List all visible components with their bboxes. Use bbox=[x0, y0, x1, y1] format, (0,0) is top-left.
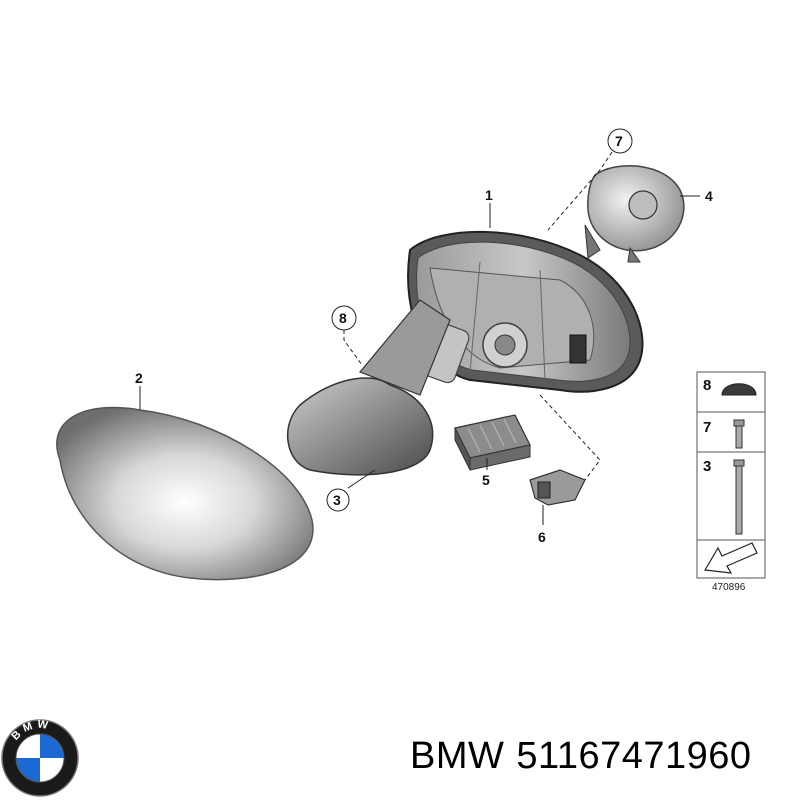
long-screw-icon bbox=[733, 459, 745, 535]
callout-5: 5 bbox=[482, 472, 490, 488]
callout-8: 8 bbox=[331, 305, 357, 331]
svg-text:3: 3 bbox=[333, 492, 341, 508]
svg-text:7: 7 bbox=[703, 419, 711, 436]
svg-text:4: 4 bbox=[705, 188, 713, 204]
leader-lines bbox=[139, 151, 700, 525]
svg-text:2: 2 bbox=[135, 370, 143, 386]
part-number: 51167471960 bbox=[516, 735, 752, 777]
callout-1: 1 bbox=[485, 187, 493, 203]
svg-text:1: 1 bbox=[485, 187, 493, 203]
diagram-ref-number: 470896 bbox=[712, 582, 746, 593]
brand-name: BMW bbox=[410, 735, 505, 777]
svg-text:6: 6 bbox=[538, 529, 546, 545]
callout-4: 4 bbox=[705, 188, 713, 204]
svg-text:8: 8 bbox=[339, 310, 347, 326]
legend-item-3: 3 bbox=[703, 458, 745, 535]
svg-text:5: 5 bbox=[482, 472, 490, 488]
arrow-icon bbox=[704, 542, 758, 574]
bmw-logo-icon: BMW bbox=[1, 718, 79, 797]
mirror-glass-part-4 bbox=[584, 165, 685, 263]
mirror-base-part-3 bbox=[286, 299, 451, 476]
rubber-plug-icon bbox=[721, 383, 757, 396]
bracket-part-6 bbox=[529, 469, 586, 506]
legend-item-7: 7 bbox=[703, 419, 745, 449]
callout-6: 6 bbox=[538, 529, 546, 545]
svg-text:3: 3 bbox=[703, 458, 711, 475]
legend-item-8: 8 bbox=[703, 377, 757, 396]
fastener-legend: 8 7 3 470896 bbox=[696, 371, 766, 593]
callout-3: 3 bbox=[326, 488, 350, 512]
callout-7: 7 bbox=[607, 128, 633, 154]
mirror-housing-part-1 bbox=[407, 230, 644, 393]
control-module-part-5 bbox=[454, 414, 531, 471]
svg-text:7: 7 bbox=[615, 133, 623, 149]
callout-2: 2 bbox=[135, 370, 143, 386]
screw-icon bbox=[733, 419, 745, 449]
mirror-cap-part-2 bbox=[56, 406, 314, 581]
brand-part-number-line: BMW 51167471960 bbox=[410, 735, 764, 778]
svg-text:8: 8 bbox=[703, 377, 711, 394]
